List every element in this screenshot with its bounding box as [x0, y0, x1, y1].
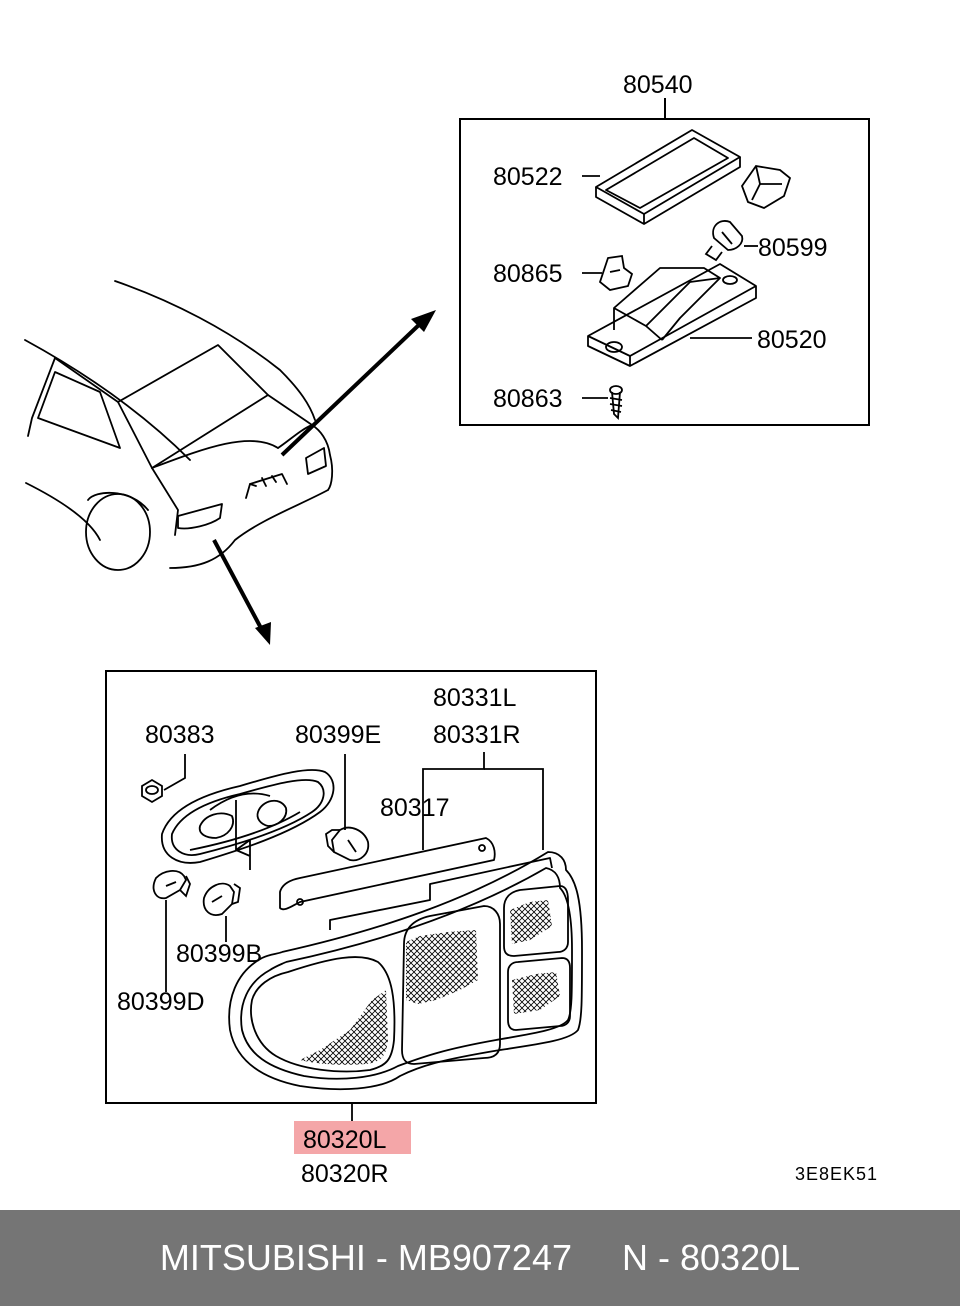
diagram-code: 3E8EK51	[795, 1164, 878, 1184]
exploded-parts-diagram: 80540 80522 80599	[24, 71, 878, 1188]
lamp-socket-part	[740, 165, 792, 209]
tail-lamp-unit-part	[228, 837, 583, 1091]
bulb-80399D	[152, 870, 191, 900]
bulb-80399B	[202, 882, 241, 916]
footer-bar: MITSUBISHI - MB907247 N - 80320L	[0, 1210, 960, 1306]
footer-ref: N - 80320L	[622, 1237, 801, 1278]
label-80317: 80317	[380, 794, 450, 822]
label-80863: 80863	[493, 385, 563, 413]
label-80522: 80522	[493, 163, 563, 191]
tail-lamp-group: 80383 80399E 80331L 80331R 80317	[105, 670, 597, 1188]
label-80383: 80383	[145, 721, 215, 749]
label-80320L: 80320L	[303, 1126, 387, 1154]
label-80320R: 80320R	[301, 1160, 389, 1188]
footer-brand: MITSUBISHI	[159, 1237, 366, 1278]
label-80520: 80520	[757, 326, 827, 354]
footer-sep: -	[365, 1237, 398, 1278]
bulb-80399E	[325, 826, 370, 862]
clip-part	[598, 254, 634, 291]
lamp-housing-part	[587, 263, 757, 367]
car-rear-illustration	[24, 280, 334, 571]
highlight-box	[294, 1121, 411, 1154]
label-assembly-upper: 80540	[623, 71, 693, 99]
footer-part-number: MB907247	[397, 1237, 572, 1278]
lamp-bulb-part	[704, 220, 744, 262]
label-80599: 80599	[758, 234, 828, 262]
label-80865: 80865	[493, 260, 563, 288]
label-80331R: 80331R	[433, 721, 521, 749]
label-80331L: 80331L	[433, 684, 517, 712]
screw-part	[609, 385, 623, 421]
lens-hatching	[300, 900, 560, 1065]
socket-harness-part	[161, 769, 335, 870]
license-lamp-group: 80540 80522 80599	[459, 71, 870, 426]
label-80399E: 80399E	[295, 721, 381, 749]
lamp-lens-part	[595, 129, 741, 225]
label-80399B: 80399B	[176, 940, 262, 968]
pointer-arrows	[212, 310, 436, 645]
footer-gap	[572, 1237, 622, 1279]
label-80399D: 80399D	[117, 988, 205, 1016]
grommet-part	[141, 778, 163, 804]
